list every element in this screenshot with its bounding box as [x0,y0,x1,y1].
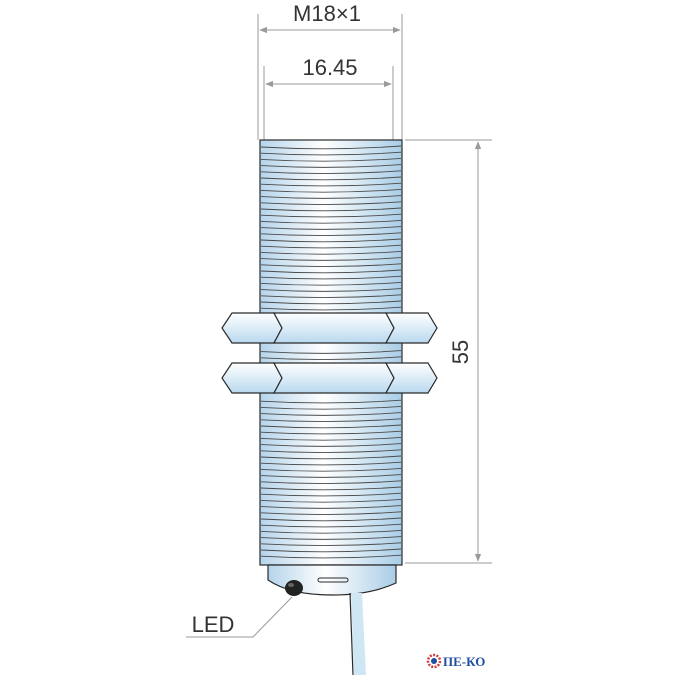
sensor-body [259,139,403,566]
thread-lines [260,145,402,559]
thread-line [260,455,402,460]
thread-line [260,182,402,187]
thread-line [260,449,402,454]
thread-line [260,157,402,162]
thread-line [260,300,402,305]
thread-line [260,281,402,286]
thread-line [260,207,402,212]
thread-line [260,399,402,404]
thread-line [260,443,402,447]
thread-line [260,436,402,441]
thread-line [260,405,402,410]
thread-line [260,294,402,299]
thread-line [260,461,402,466]
dimension-inner-diameter-label: 16.45 [302,55,357,80]
thread-line [260,505,402,509]
thread-line [260,350,402,354]
thread-line [260,232,402,237]
thread-line [260,492,402,497]
dimension-length: 55 [405,139,492,564]
led-callout: LED [186,596,293,638]
thread-line [260,474,402,478]
thread-line [260,164,402,168]
thread-line [260,554,402,559]
brand-name: ПЕ-КО [443,654,485,669]
thread-line [260,536,402,540]
dimension-inner-diameter: 16.45 [263,55,394,140]
thread-line [260,529,402,534]
thread-line [260,430,402,435]
thread-line [260,467,402,472]
thread-line [260,176,402,181]
thread-line [260,418,402,423]
gear-icon [426,653,442,669]
thread-line [260,195,402,199]
thread-line [260,288,402,292]
thread-line [260,238,402,243]
thread-line [260,306,402,311]
dimension-thread-label: M18×1 [293,1,361,26]
dimension-length-label: 55 [448,340,473,364]
brand-logo: ПЕ-КО [426,653,485,669]
dimension-thread: M18×1 [257,1,403,140]
thread-line [260,523,402,528]
thread-line [260,275,402,280]
led-indicator [285,580,303,596]
nut-upper [221,312,438,344]
thread-line [260,498,402,503]
thread-line [260,257,402,261]
thread-line [260,486,402,491]
thread-line [260,480,402,485]
led-label: LED [192,612,235,637]
thread-line [260,424,402,429]
thread-line [260,151,402,156]
thread-line [260,219,402,224]
thread-line [260,542,402,547]
thread-line [260,250,402,255]
thread-line [260,244,402,249]
thread-line [260,269,402,274]
thread-line [260,263,402,268]
thread-line [260,412,402,416]
thread-line [260,188,402,193]
cable [349,592,366,675]
thread-line [260,356,402,361]
thread-line [260,201,402,206]
thread-line [260,226,402,230]
thread-line [260,548,402,553]
thread-line [260,213,402,218]
thread-line [260,517,402,522]
thread-line [260,511,402,516]
thread-line [260,170,402,175]
thread-line [260,145,402,150]
nut-lower [221,362,438,394]
